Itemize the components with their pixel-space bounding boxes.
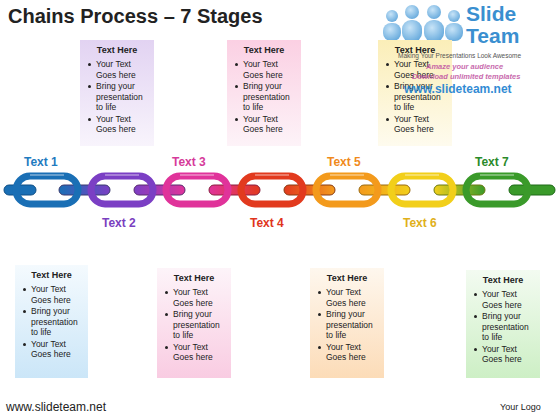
bullet-text: Your Text Goes here bbox=[326, 287, 366, 308]
bullet-dot bbox=[235, 118, 238, 121]
bullet-text: Bring your presentation to life bbox=[31, 306, 78, 337]
box-heading: Text Here bbox=[231, 45, 297, 55]
text-box: Text HereYour Text Goes hereBring your p… bbox=[80, 40, 154, 146]
bullet-dot bbox=[386, 85, 389, 88]
bullet-dot bbox=[88, 118, 91, 121]
bullet-text: Your Text Goes here bbox=[326, 342, 366, 363]
stage-label: Text 3 bbox=[172, 155, 206, 169]
footer-url: www.slideteam.net bbox=[6, 400, 106, 414]
bullet-text: Your Text Goes here bbox=[173, 342, 213, 363]
bullet-dot bbox=[23, 310, 26, 313]
logo-placeholder: Your Logo bbox=[500, 402, 541, 412]
stage-label: Text 6 bbox=[403, 216, 437, 230]
stage-label: Text 1 bbox=[24, 155, 58, 169]
text-box: Text HereYour Text Goes hereBring your p… bbox=[466, 270, 540, 378]
text-box: Text HereYour Text Goes hereBring your p… bbox=[15, 265, 88, 378]
bullet-dot bbox=[23, 343, 26, 346]
stage-label: Text 2 bbox=[102, 216, 136, 230]
bullet-text: Your Text Goes here bbox=[173, 287, 213, 308]
bullet-dot bbox=[235, 85, 238, 88]
bullet-dot bbox=[235, 63, 238, 66]
bullet-dot bbox=[474, 315, 477, 318]
text-box: Text HereYour Text Goes hereBring your p… bbox=[157, 268, 231, 378]
logo-name: Slide Team bbox=[466, 3, 536, 47]
box-heading: Text Here bbox=[19, 270, 84, 280]
chain-links bbox=[4, 185, 555, 195]
diagram-title: Chains Process – 7 Stages bbox=[8, 5, 263, 28]
bullet-dot bbox=[386, 118, 389, 121]
box-heading: Text Here bbox=[84, 45, 150, 55]
bullet-text: Your Text Goes here bbox=[482, 289, 522, 310]
stage-label: Text 5 bbox=[327, 155, 361, 169]
watermark: Amaze your audience bbox=[426, 62, 503, 71]
watermark: www.slideteam.net bbox=[404, 82, 512, 96]
bullet-dot bbox=[165, 346, 168, 349]
bullet-text: Your Text Goes here bbox=[243, 59, 283, 80]
watermark: Download unlimited templates bbox=[412, 72, 520, 81]
bullet-dot bbox=[165, 313, 168, 316]
bullet-dot bbox=[318, 346, 321, 349]
bullet-text: Your Text Goes here bbox=[96, 59, 136, 80]
stage-label: Text 7 bbox=[475, 155, 509, 169]
bullet-dot bbox=[318, 291, 321, 294]
bullet-dot bbox=[165, 291, 168, 294]
logo-tagline: Making Your Presentations Look Awesome bbox=[398, 52, 521, 59]
box-heading: Text Here bbox=[470, 275, 536, 285]
box-heading: Text Here bbox=[161, 273, 227, 283]
bullet-text: Your Text Goes here bbox=[96, 114, 136, 135]
bullet-text: Bring your presentation to life bbox=[243, 81, 290, 112]
bullet-dot bbox=[88, 85, 91, 88]
bullet-text: Your Text Goes here bbox=[394, 114, 434, 135]
bullet-text: Bring your presentation to life bbox=[326, 309, 373, 340]
text-box: Text HereYour Text Goes hereBring your p… bbox=[310, 268, 384, 378]
bullet-dot bbox=[386, 63, 389, 66]
stage-label: Text 4 bbox=[250, 216, 284, 230]
bullet-text: Bring your presentation to life bbox=[173, 309, 220, 340]
bullet-text: Your Text Goes here bbox=[31, 339, 71, 360]
bullet-text: Your Text Goes here bbox=[31, 284, 71, 305]
chain-rings bbox=[16, 175, 528, 204]
bullet-dot bbox=[23, 288, 26, 291]
bullet-text: Bring your presentation to life bbox=[482, 311, 529, 342]
bullet-text: Your Text Goes here bbox=[482, 344, 522, 365]
bullet-text: Bring your presentation to life bbox=[96, 81, 143, 112]
logo-people bbox=[383, 5, 463, 42]
bullet-text: Your Text Goes here bbox=[243, 114, 283, 135]
text-box: Text HereYour Text Goes hereBring your p… bbox=[227, 40, 301, 146]
bullet-dot bbox=[318, 313, 321, 316]
box-heading: Text Here bbox=[314, 273, 380, 283]
bullet-dot bbox=[88, 63, 91, 66]
bullet-dot bbox=[474, 348, 477, 351]
bullet-dot bbox=[474, 293, 477, 296]
